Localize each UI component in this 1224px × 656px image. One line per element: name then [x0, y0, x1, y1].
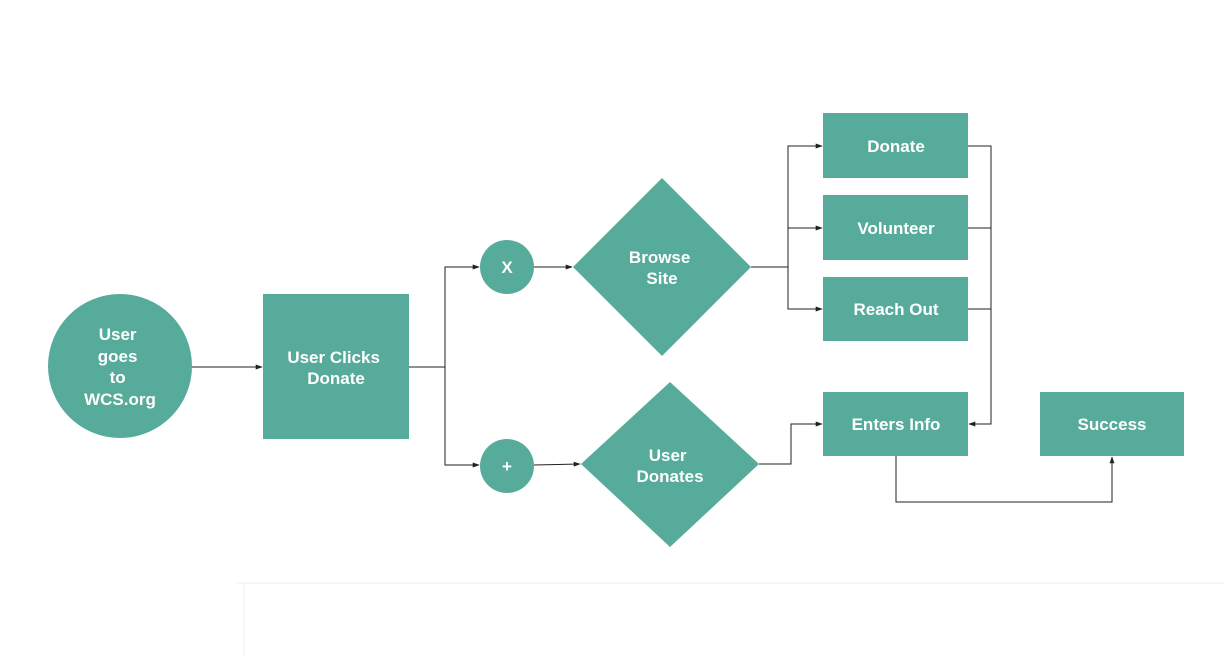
edge-donate-to-enters-info[interactable] [968, 145, 992, 427]
svg-text:X: X [501, 258, 513, 277]
reach-out-node[interactable]: Reach Out [823, 277, 968, 341]
volunteer-node[interactable]: Volunteer [823, 195, 968, 260]
start-node[interactable]: User goes to WCS.org [48, 294, 192, 438]
svg-text:User goes to: User goes to WCS.org [84, 325, 156, 409]
svg-text:User Donates: User Donates [636, 446, 703, 486]
gate-plus-node[interactable]: + [480, 439, 534, 493]
user-donates-node[interactable]: User Donates [581, 382, 759, 547]
gate-x-node[interactable]: X [480, 240, 534, 294]
edge-gate-plus-to-donates[interactable] [533, 461, 581, 467]
browse-site-node[interactable]: Browse Site [573, 178, 751, 356]
svg-text:Donate: Donate [867, 137, 925, 156]
svg-text:Success: Success [1078, 415, 1147, 434]
enters-info-node[interactable]: Enters Info [823, 392, 968, 456]
svg-text:Volunteer: Volunteer [857, 219, 935, 238]
user-clicks-donate-node[interactable]: User Clicks Donate [263, 294, 409, 439]
edge-browse-to-donate[interactable] [751, 143, 823, 268]
svg-text:+: + [502, 457, 512, 476]
connectors [192, 143, 1115, 503]
svg-text:Browse Site: Browse Site [629, 248, 695, 288]
edge-browse-to-volunteer[interactable] [787, 225, 823, 267]
edge-click-to-gate-plus[interactable] [444, 367, 480, 468]
svg-text:User Clicks Donate: User Clicks Donate [287, 348, 384, 388]
edge-donates-to-enters-info[interactable] [759, 421, 823, 465]
edge-browse-to-reach-out[interactable] [787, 267, 823, 312]
edge-click-to-gate-x[interactable] [409, 264, 480, 368]
success-node[interactable]: Success [1040, 392, 1184, 456]
donate-node[interactable]: Donate [823, 113, 968, 178]
edge-enters-info-to-success[interactable] [895, 456, 1115, 503]
svg-text:Reach Out: Reach Out [853, 300, 938, 319]
svg-text:Enters Info: Enters Info [852, 415, 941, 434]
